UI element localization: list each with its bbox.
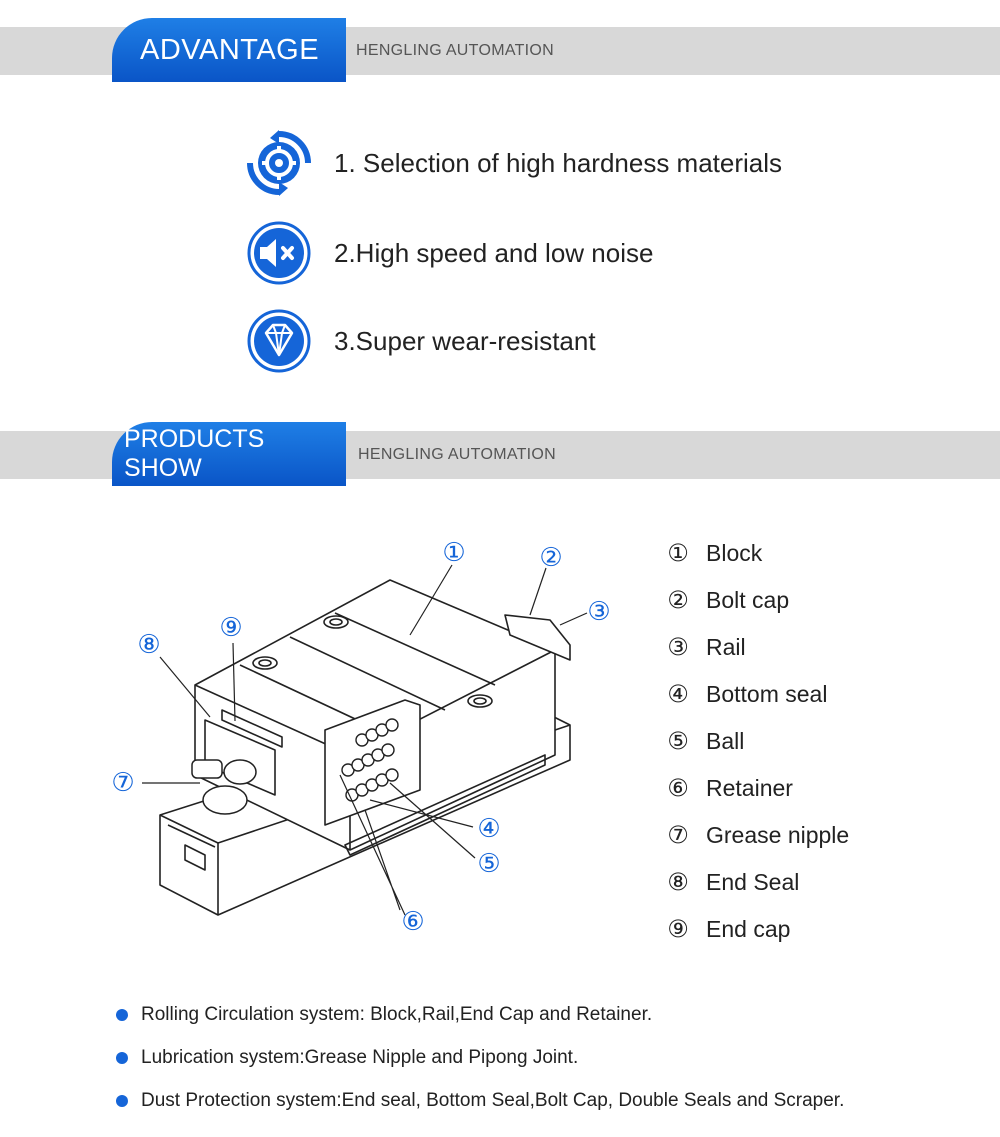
system-text: Rolling Circulation system: Block,Rail,E… [141,1003,653,1025]
part-name: End cap [706,916,791,942]
parts-legend: ① Block ② Bolt cap ③ Rail ④ Bottom seal ⑤ Bal… [664,530,849,953]
part-item: ④ Bottom seal [664,671,849,718]
bullet-dot-icon [116,1094,128,1107]
part-number: ③ [667,634,689,661]
part-item: ⑧ End Seal [664,859,849,906]
advantage-item-1: 1. Selection of high hardness materials [246,130,782,196]
advantage-item-3-text: 3.Super wear-resistant [334,325,596,356]
part-number: ② [667,587,689,614]
callout-7: ⑦ [111,768,134,798]
list-item: Lubrication system:Grease Nipple and Pip… [116,1036,844,1079]
callout-4: ④ [477,814,500,844]
part-item: ⑨ End cap [664,906,849,953]
advantage-item-2: 2.High speed and low noise [246,220,653,286]
callout-3: ③ [587,597,610,627]
part-item: ⑦ Grease nipple [664,812,849,859]
bullet-dot-icon [116,1051,128,1064]
part-item: ⑤ Ball [664,718,849,765]
part-name: Bottom seal [706,681,828,707]
products-company: HENGLING AUTOMATION [358,446,557,463]
part-number: ⑤ [667,728,689,755]
part-name: Ball [706,728,745,754]
part-name: Block [706,540,763,566]
part-name: End Seal [706,869,800,895]
callout-6: ⑥ [401,907,424,937]
part-item: ⑥ Retainer [664,765,849,812]
systems-list: Rolling Circulation system: Block,Rail,E… [116,993,844,1122]
part-name: Rail [706,634,746,660]
system-text: Lubrication system:Grease Nipple and Pip… [141,1046,579,1068]
callout-2: ② [539,543,562,573]
callout-1: ① [442,538,465,568]
advantage-item-2-text: 2.High speed and low noise [334,237,654,268]
callout-8: ⑧ [137,630,160,660]
list-item: Dust Protection system:End seal, Bottom … [116,1079,844,1122]
part-name: Grease nipple [706,822,850,848]
gear-cycle-icon [247,130,311,196]
part-number: ④ [667,681,689,708]
diamond-icon [247,309,311,373]
part-name: Bolt cap [706,587,790,613]
part-item: ③ Rail [664,624,849,671]
part-item: ② Bolt cap [664,577,849,624]
callout-9: ⑨ [219,613,242,643]
list-item: Rolling Circulation system: Block,Rail,E… [116,993,844,1036]
products-title: PRODUCTS SHOW [112,422,346,486]
part-number: ① [667,540,689,567]
linear-guide-diagram: ① ② ③ ④ ⑤ ⑥ ⑦ ⑧ ⑨ [111,538,610,937]
part-item: ① Block [664,530,849,577]
advantage-item-3: 3.Super wear-resistant [246,308,596,374]
part-name: Retainer [706,775,793,801]
part-number: ⑨ [667,916,689,943]
system-text: Dust Protection system:End seal, Bottom … [141,1089,845,1111]
advantage-title: ADVANTAGE [112,18,346,82]
part-number: ⑥ [667,775,689,802]
callout-5: ⑤ [477,849,500,879]
advantage-company: HENGLING AUTOMATION [356,42,555,59]
mute-speaker-icon [247,221,311,285]
part-number: ⑧ [667,869,689,896]
bullet-dot-icon [116,1008,128,1021]
part-number: ⑦ [667,822,689,849]
advantage-item-1-text: 1. Selection of high hardness materials [334,147,783,178]
